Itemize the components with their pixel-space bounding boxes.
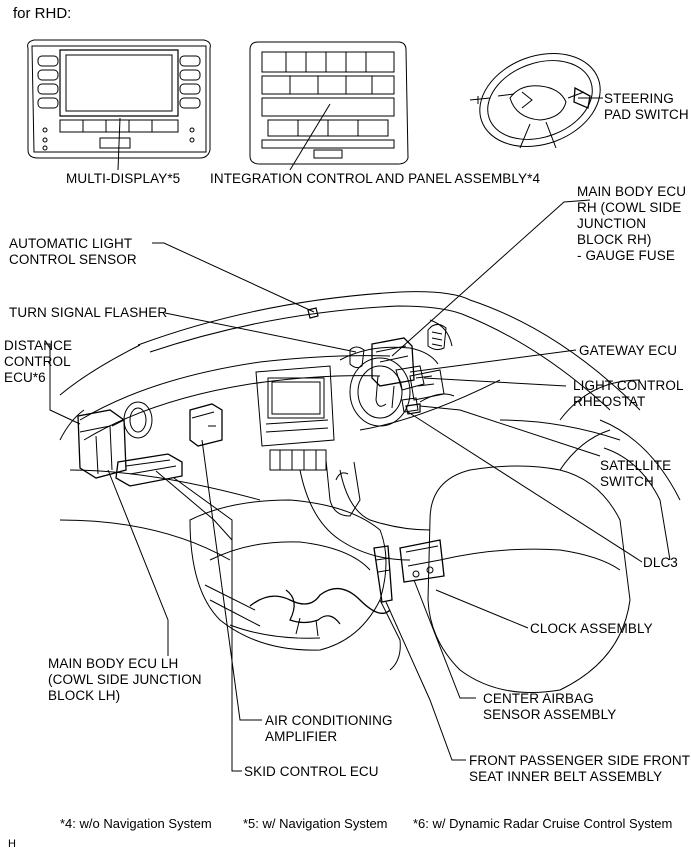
label-dlc3: DLC3 <box>643 555 678 570</box>
label-distance-control-ecu: DISTANCE CONTROL ECU*6 <box>4 338 73 385</box>
label-light-control-rheostat: LIGHT CONTROL RHEOSTAT <box>573 378 684 409</box>
label-multi-display: MULTI-DISPLAY*5 <box>66 171 181 186</box>
label-skid-control-ecu: SKID CONTROL ECU <box>244 764 379 779</box>
label-satellite-switch: SATELLITE SWITCH <box>600 458 672 489</box>
label-center-airbag-sensor: CENTER AIRBAG SENSOR ASSEMBLY <box>483 691 617 722</box>
label-air-conditioning-amplifier: AIR CONDITIONING AMPLIFIER <box>265 713 393 744</box>
label-steering-pad-switch: STEERING PAD SWITCH <box>604 91 689 122</box>
label-integration-control-panel: INTEGRATION CONTROL AND PANEL ASSEMBLY*4 <box>210 171 541 186</box>
label-clock-assembly: CLOCK ASSEMBLY <box>530 621 653 636</box>
label-gateway-ecu: GATEWAY ECU <box>579 343 678 358</box>
label-main-body-ecu-lh: MAIN BODY ECU LH (COWL SIDE JUNCTION BLO… <box>48 656 202 703</box>
footnote-5: *5: w/ Navigation System <box>243 816 388 831</box>
vehicle-interior-illustration <box>60 292 680 693</box>
steering-wheel-illustration <box>467 37 614 162</box>
corner-mark: H <box>8 838 16 850</box>
label-main-body-ecu-rh: MAIN BODY ECU RH (COWL SIDE JUNCTION BLO… <box>577 184 687 263</box>
label-front-passenger-belt: FRONT PASSENGER SIDE FRONT SEAT INNER BE… <box>469 753 691 784</box>
label-turn-signal-flasher: TURN SIGNAL FLASHER <box>9 305 168 320</box>
header-text: for RHD: <box>13 5 72 22</box>
footnote-6: *6: w/ Dynamic Radar Cruise Control Syst… <box>413 816 673 831</box>
label-automatic-light-sensor: AUTOMATIC LIGHT CONTROL SENSOR <box>9 236 137 267</box>
leader-lines <box>44 98 642 771</box>
footnote-4: *4: w/o Navigation System <box>60 816 212 831</box>
integration-panel-illustration <box>250 42 408 164</box>
